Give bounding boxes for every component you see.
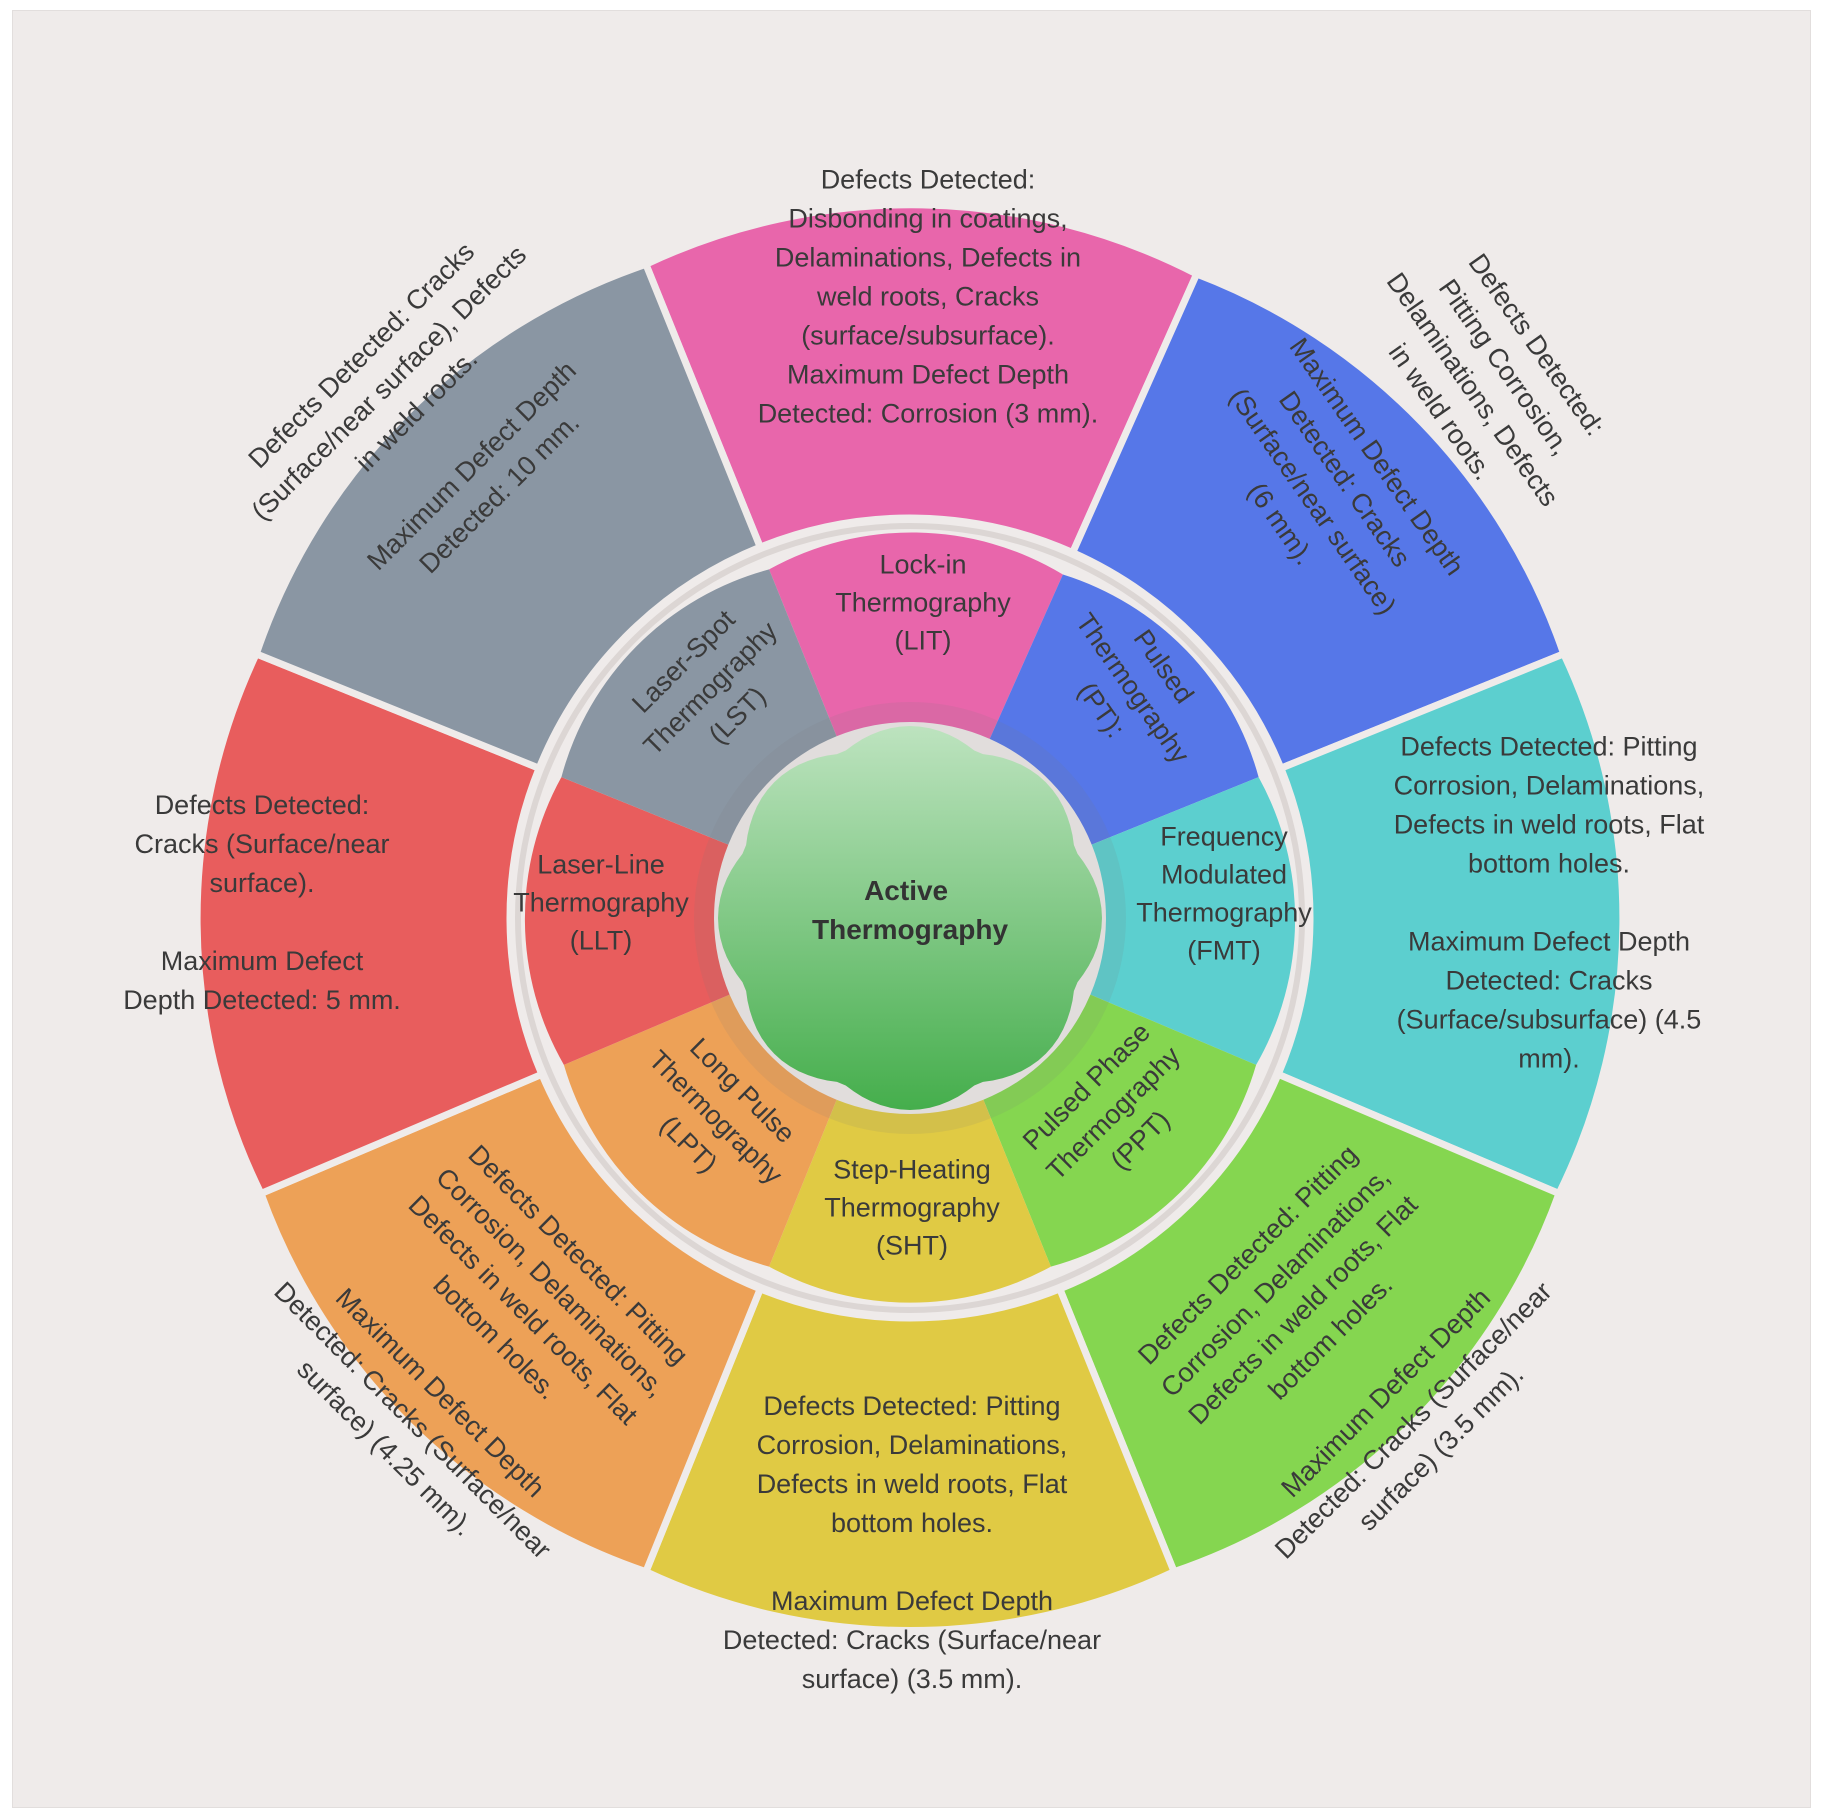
outer-segment-lst [251,259,765,773]
details-label-llt: Defects Detected: Cracks (Surface/near sur… [123,790,401,1015]
inner-segment-lpt [563,994,837,1267]
details-label-fmt-line: bottom holes. [1468,849,1630,879]
details-label-llt-line: Cracks (Surface/near [134,829,389,859]
outer-ring [193,201,1627,1634]
details-label-sht-line: Defects Detected: Pitting [763,1391,1060,1421]
method-label-lit-line: (LIT) [895,626,952,656]
details-label-pt: Defects Detected:Pitting Corrosion,Delam… [1188,221,1630,648]
details-label-lit-line: Delaminations, Defects in [775,242,1081,272]
details-label-llt-line: Maximum Defect [161,946,364,976]
inner-segment-ppt [983,994,1257,1267]
details-label-fmt-line: (Surface/subsurface) (4.5 [1397,1005,1702,1035]
inner-segment-fmt [1090,777,1296,1065]
method-label-sht-line: Step-Heating [833,1155,991,1185]
outer-segment-ppt [1055,1069,1564,1577]
method-label-llt-line: Laser-Line [537,850,665,880]
inner-segment-pt [989,574,1259,845]
details-label-sht-line: Maximum Defect Depth [771,1586,1053,1616]
outer-segment-lpt [256,1069,765,1577]
center-label: Active Thermography [812,875,1008,945]
method-label-sht-line: (SHT) [876,1231,948,1261]
details-label-fmt-line: Maximum Defect Depth [1408,927,1690,957]
details-label-fmt-line: mm). [1518,1044,1579,1074]
details-label-llt-line: surface). [209,868,314,898]
details-label-lit-line: (surface/subsurface). [801,320,1055,350]
outer-segment-sht [641,1284,1179,1634]
details-label-fmt-line: Corrosion, Delaminations, [1394,771,1705,801]
method-label-llt-line: (LLT) [570,926,633,956]
method-label-fmt-line: Frequency [1160,822,1288,852]
details-label-sht-line: surface) (3.5 mm). [802,1664,1023,1694]
method-label-lit-line: Thermography [835,588,1011,618]
inner-segment-sht [769,1099,1051,1303]
method-label-llt-line: Thermography [513,888,689,918]
inner-segment-lst [561,569,837,845]
details-label-sht-line: bottom holes. [831,1508,993,1538]
outer-segment-fmt [1273,649,1627,1199]
method-label-fmt-line: Thermography [1136,898,1312,928]
details-label-sht-line: Corrosion, Delaminations, [757,1430,1068,1460]
inner-segment-llt [524,777,730,1065]
details-label-lit-line: Disbonding in coatings, [788,203,1067,233]
outer-segment-llt [193,649,547,1199]
details-label-lit: Defects Detected: Disbonding in coatings,… [758,164,1099,428]
details-label-fmt-line: Defects Detected: Pitting [1400,732,1697,762]
method-label-fmt-line: (FMT) [1187,936,1260,966]
details-label-llt-line: Depth Detected: 5 mm. [123,985,401,1015]
details-label-fmt-line: Detected: Cracks [1445,966,1652,996]
details-label-llt-line: Defects Detected: [155,790,370,820]
details-label-lit-line: Defects Detected: [821,164,1036,194]
details-label-lit-line: Detected: Corrosion (3 mm). [758,398,1099,428]
details-label-lit-line: weld roots, Cracks [816,281,1039,311]
outer-segment-pt [1068,269,1569,773]
details-label-fmt-line: Defects in weld roots, Flat [1394,810,1705,840]
details-label-sht-line: Detected: Cracks (Surface/near [723,1625,1101,1655]
center-blob [718,726,1102,1110]
method-label-fmt-line: Modulated [1161,860,1287,890]
method-label-lit-line: Lock-in [879,550,966,580]
inner-segment-lit [769,532,1063,739]
center-label-line: Thermography [812,914,1008,945]
details-label-sht-line: Defects in weld roots, Flat [757,1469,1068,1499]
center-label-line: Active [864,875,948,906]
method-label-sht-line: Thermography [824,1193,1000,1223]
inner-ring [524,532,1296,1303]
outer-segment-lit [641,201,1202,558]
details-label-lit-line: Maximum Defect Depth [787,359,1069,389]
